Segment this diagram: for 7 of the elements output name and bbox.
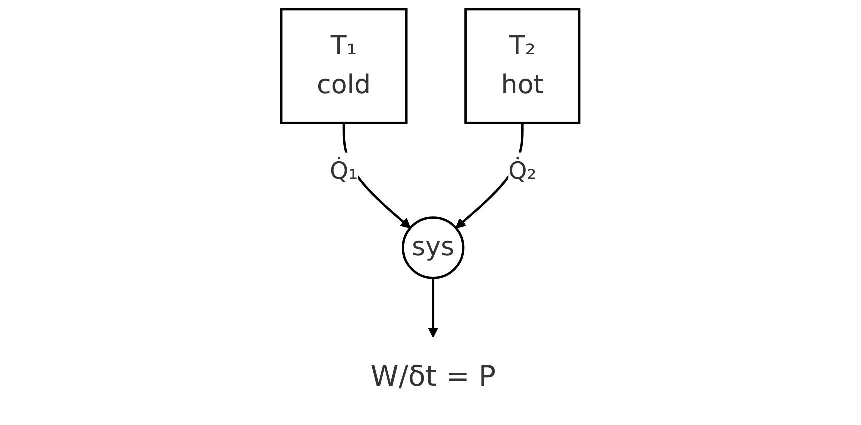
node-box: T₁ cold xyxy=(280,8,408,124)
node-text: W/δt = P xyxy=(370,360,496,394)
arrow xyxy=(428,278,439,338)
node-circle: sys xyxy=(402,216,465,280)
edge-label: Q̇₂ xyxy=(508,156,537,185)
node-box: T₂ hot xyxy=(464,8,581,124)
edge-label: Q̇₁ xyxy=(330,156,358,185)
